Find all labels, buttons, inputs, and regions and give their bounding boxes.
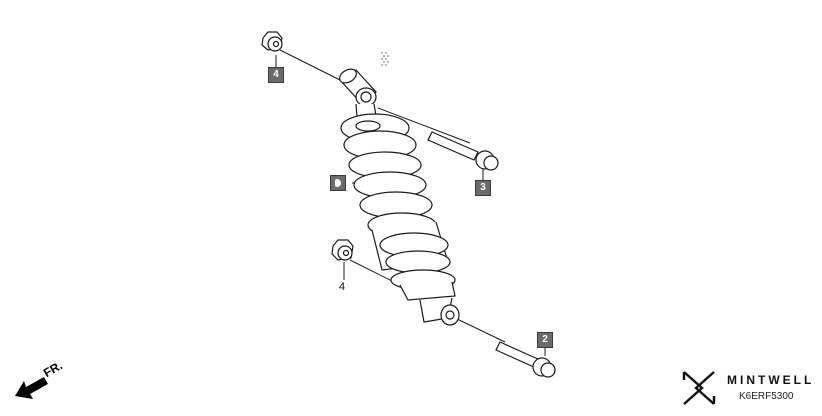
callout-label: 4 <box>273 69 279 80</box>
mintwell-logo-icon <box>682 371 716 405</box>
lower-bolt-part <box>495 341 556 378</box>
shock-absorber-part <box>339 68 460 326</box>
callout-label: 2 <box>542 334 548 345</box>
callout-lower-nut: 4 <box>339 281 346 293</box>
brand-watermark: MINTWELL K6ERF5300 <box>683 368 818 408</box>
callout-upper-bolt: 3 <box>475 180 491 196</box>
callout-label: 3 <box>480 182 486 193</box>
callout-lower-bolt: 2 <box>537 332 553 348</box>
callout-glyph-icon <box>335 179 341 187</box>
callout-shock-absorber <box>330 175 346 191</box>
stipple-mark <box>381 52 389 66</box>
callout-top-nut: 4 <box>268 67 284 83</box>
brand-name: MINTWELL <box>727 373 815 387</box>
arrow-down-left-icon <box>15 377 48 399</box>
diagram-code: K6ERF5300 <box>739 391 794 402</box>
top-nut-part <box>261 31 283 52</box>
lower-nut-part <box>331 239 354 261</box>
upper-bolt-part <box>427 131 499 171</box>
upper-bolt-leader-line <box>377 107 471 144</box>
top-nut-leader-line <box>279 49 351 86</box>
lower-bolt-leader-line <box>454 317 506 343</box>
